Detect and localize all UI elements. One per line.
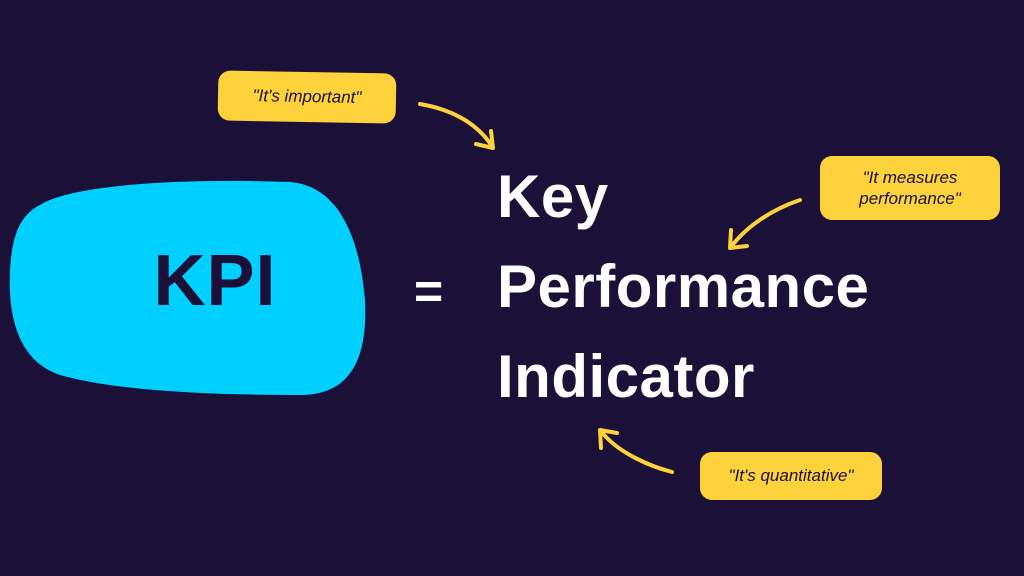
note-quantitative: "It's quantitative" (700, 452, 882, 500)
arrow-quantitative (598, 428, 674, 474)
kpi-label: KPI (153, 241, 277, 321)
arrow-measures (728, 198, 802, 250)
word-performance: Performance (497, 253, 870, 320)
equals-sign: = (414, 263, 444, 319)
word-key: Key (497, 163, 609, 230)
arrow-important (418, 102, 495, 150)
word-indicator: Indicator (497, 343, 755, 410)
note-important: "It's important" (217, 70, 397, 124)
kpi-blob (9, 180, 366, 395)
note-measures: "It measures performance" (820, 156, 1000, 220)
